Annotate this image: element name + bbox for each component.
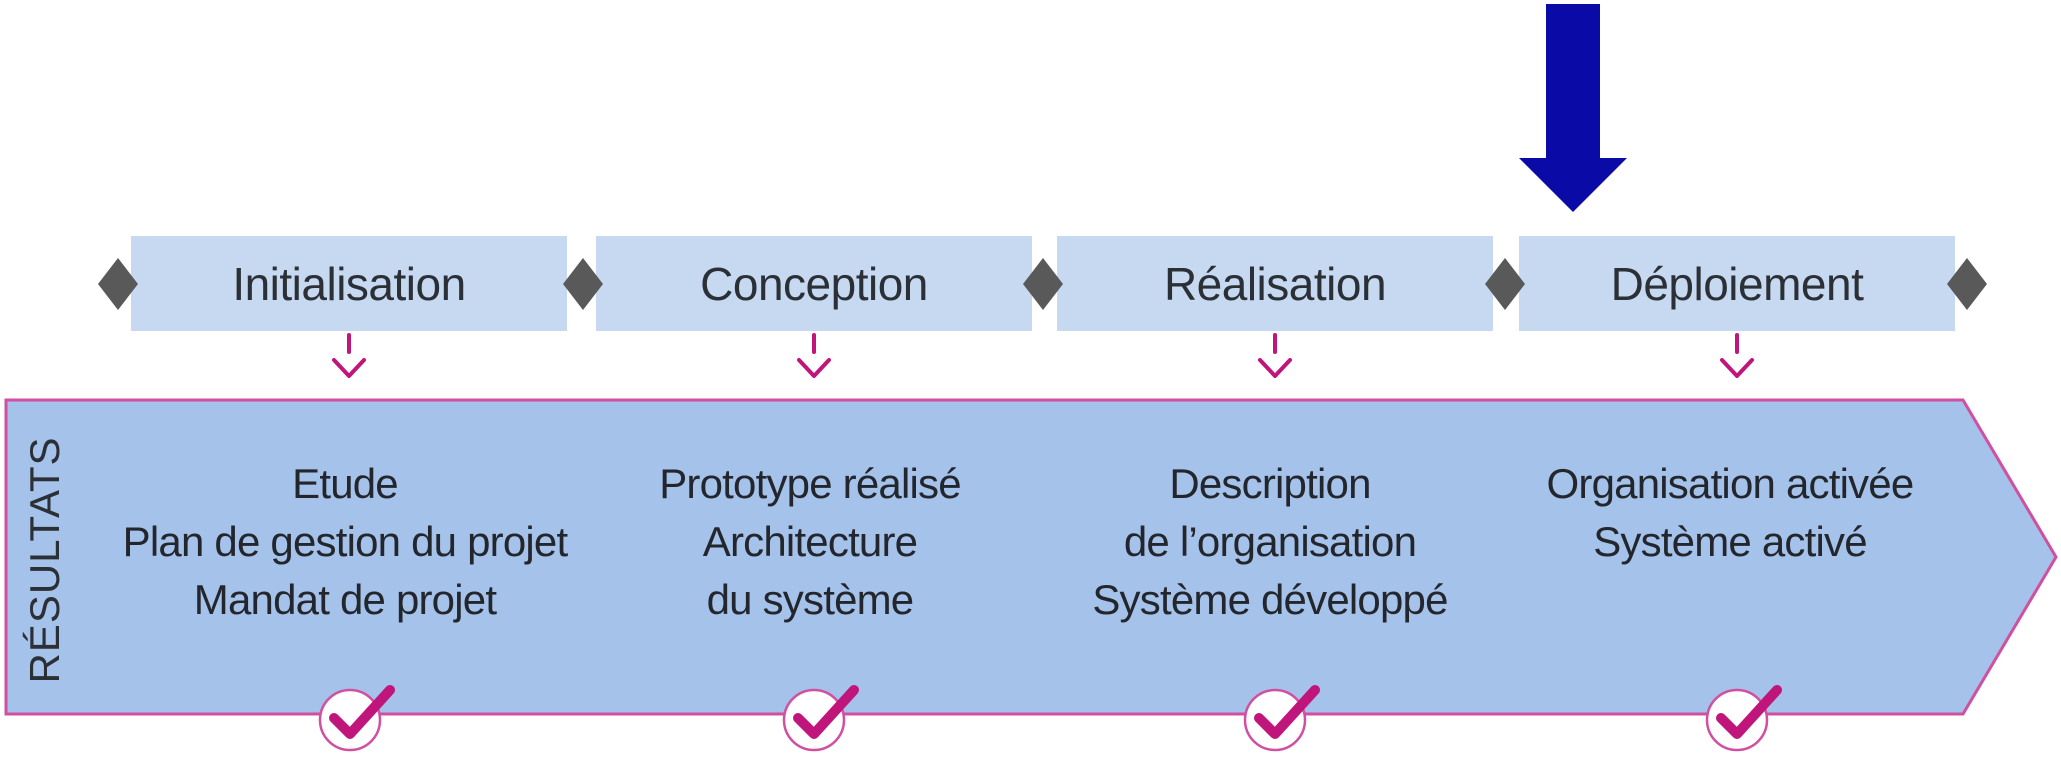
milestone-diamond — [98, 258, 138, 310]
phase-box-conception — [596, 236, 1032, 331]
result-line: Organisation activée — [1546, 460, 1915, 507]
result-line: Mandat de projet — [193, 576, 497, 623]
chevron-down-icon — [1720, 333, 1754, 378]
result-line: Etude — [292, 460, 399, 507]
phase-box-initialisation — [131, 236, 567, 331]
result-line: Système développé — [1092, 576, 1448, 623]
milestone-diamond — [563, 258, 603, 310]
phase-box-deploiement — [1519, 236, 1955, 331]
down-arrow-icon — [1519, 4, 1627, 212]
result-line: Prototype réalisé — [659, 460, 961, 507]
result-realisation: Description de l’organisation Système dé… — [1050, 455, 1490, 629]
result-initialisation: Etude Plan de gestion du projet Mandat d… — [122, 455, 568, 629]
phase-label-conception: Conception — [700, 257, 928, 310]
result-line: Architecture — [702, 518, 918, 565]
chevron-down-icon — [797, 333, 831, 378]
milestone-diamond — [1023, 258, 1063, 310]
result-deploiement: Organisation activée Système activé — [1510, 455, 1950, 571]
milestone-diamond — [1947, 258, 1987, 310]
result-line: Description — [1169, 460, 1371, 507]
result-line: du système — [706, 576, 915, 623]
chevron-down-icon — [332, 333, 366, 378]
check-circle-icon — [782, 685, 859, 752]
chevron-down-icon — [1258, 333, 1292, 378]
check-circle-icon — [318, 685, 395, 752]
result-line: Plan de gestion du projet — [122, 518, 568, 565]
result-line: de l’organisation — [1123, 518, 1417, 565]
phase-box-realisation — [1057, 236, 1493, 331]
check-circle-icon — [1243, 685, 1320, 752]
result-line: Système activé — [1593, 518, 1867, 565]
results-band — [4, 398, 2058, 716]
results-side-label-text: RÉSULTATS — [21, 436, 68, 684]
result-conception: Prototype réalisé Architecture du systèm… — [590, 455, 1030, 629]
phase-label-initialisation: Initialisation — [232, 257, 466, 310]
milestone-diamond — [1485, 258, 1525, 310]
check-circle-icon — [1705, 685, 1782, 752]
phase-label-deploiement: Déploiement — [1610, 257, 1864, 310]
phase-label-realisation: Réalisation — [1163, 257, 1387, 310]
